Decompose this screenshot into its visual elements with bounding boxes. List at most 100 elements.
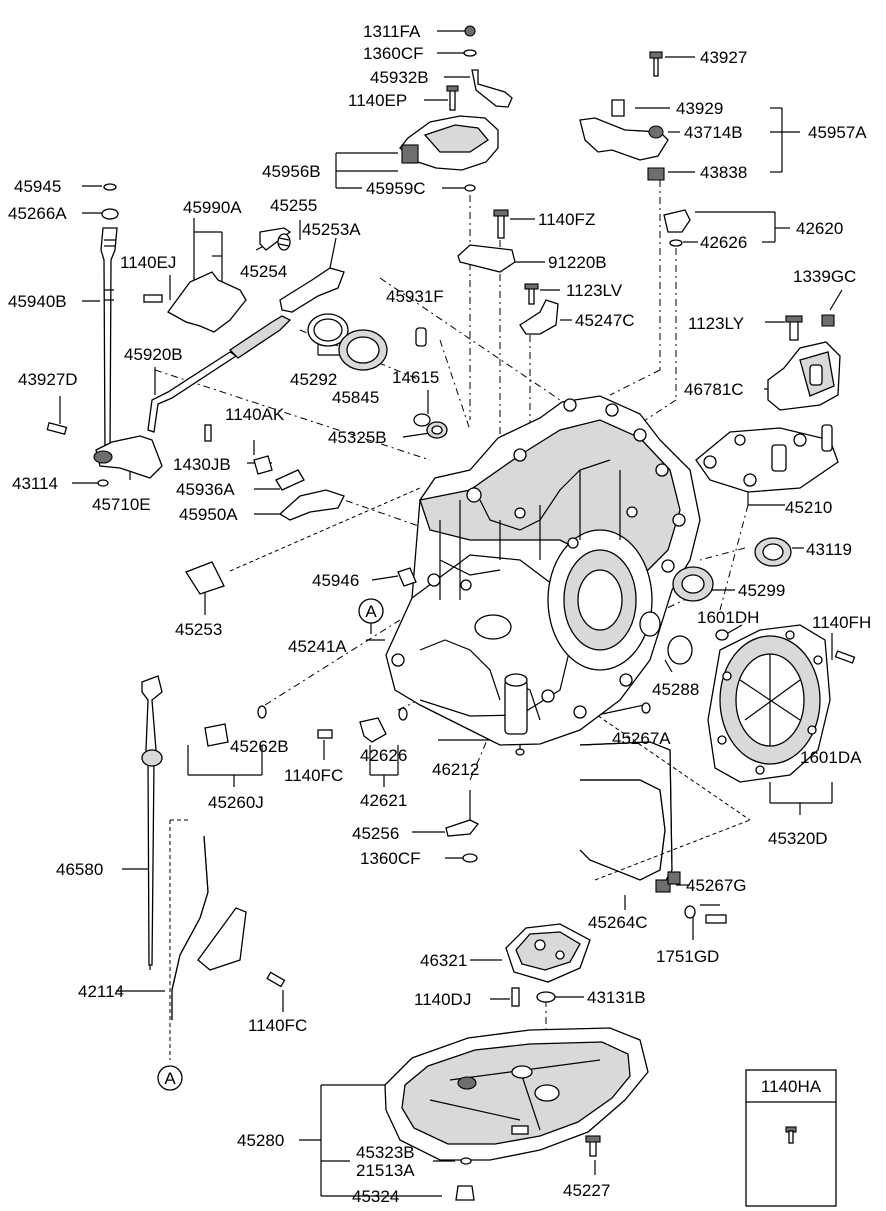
gasket-45267A [641, 702, 651, 714]
svg-text:A: A [365, 602, 377, 621]
seal-45266A [101, 208, 119, 220]
bolt-1140FC-bottom [266, 971, 286, 988]
reference-A-top [358, 598, 384, 624]
left-side-parts [46, 183, 448, 595]
label-45957A: 45957A [808, 123, 867, 142]
label-46212: 46212 [432, 760, 479, 779]
label-1601DA: 1601DA [800, 748, 862, 767]
dipstick-46580 [141, 675, 163, 966]
lower-parts [141, 675, 727, 1201]
label-45936A: 45936A [176, 480, 235, 499]
detent-spring-45990A [167, 271, 247, 333]
label-45990A: 45990A [183, 198, 242, 217]
label-1751GD: 1751GD [656, 947, 719, 966]
bolt-1140FC-mid [317, 729, 333, 739]
oring-42626-bottom [398, 707, 408, 721]
label-45323B: 45323B [356, 1143, 415, 1162]
detent-lever-45710E [95, 435, 163, 479]
transmission-case-45241A [385, 395, 701, 746]
label-45931F: 45931F [386, 287, 444, 306]
label-43927: 43927 [700, 48, 747, 67]
label-21513A: 21513A [356, 1161, 415, 1180]
label-1140FC-bottom: 1140FC [248, 1016, 307, 1035]
label-46321: 46321 [420, 951, 467, 970]
nut-1311FA [464, 25, 476, 37]
oring-43131B [536, 991, 556, 1003]
oring-45959C [464, 184, 476, 192]
bracket-91220B [457, 209, 516, 273]
washer-1360CF-bottom [462, 853, 478, 863]
label-45266A: 45266A [8, 204, 67, 223]
label-45256: 45256 [352, 824, 399, 843]
bushing-43714B [648, 125, 664, 139]
label-1140EJ: 1140EJ [120, 253, 176, 272]
label-45920B: 45920B [124, 345, 183, 364]
label-45227: 45227 [563, 1181, 610, 1200]
leader-lines [59, 30, 843, 1197]
sensor-42620 [663, 209, 691, 247]
label-45262B: 45262B [230, 737, 289, 756]
label-45845: 45845 [332, 388, 379, 407]
label-14615: 14615 [392, 368, 439, 387]
oring-45945 [103, 183, 117, 191]
label-45710E: 45710E [92, 495, 151, 514]
label-42114: 42114 [78, 982, 124, 1001]
bolt-43927D [46, 421, 68, 435]
label-43114: 43114 [12, 474, 58, 493]
spring-45255 [277, 233, 291, 251]
fitting [655, 879, 671, 893]
label-45254: 45254 [240, 262, 287, 281]
pin-45931F [415, 327, 427, 347]
label-1360CF-top: 1360CF [363, 44, 423, 63]
label-43131B: 43131B [587, 988, 646, 1007]
label-46781C: 46781C [684, 380, 744, 399]
label-45959C: 45959C [366, 179, 426, 198]
label-45247C: 45247C [575, 311, 635, 330]
reference-A-bottom [157, 1065, 183, 1091]
oring-45288 [667, 635, 693, 665]
bracket-45210 [695, 427, 839, 493]
svg-text:A: A [164, 1069, 176, 1088]
label-1140EP: 1140EP [348, 91, 407, 110]
bolt-1140AK [253, 455, 273, 475]
label-43838: 43838 [700, 163, 747, 182]
bracket-45957A [579, 117, 669, 161]
gasket-21513A [460, 1157, 472, 1165]
label-45940B: 45940B [8, 292, 67, 311]
label-45320D: 45320D [768, 829, 828, 848]
label-45950A: 45950A [179, 505, 238, 524]
bolt-1140FH [834, 650, 856, 664]
label-45280: 45280 [237, 1131, 284, 1150]
bracket-45247C [519, 283, 559, 335]
label-42621: 42621 [360, 791, 407, 810]
label-1430JB: 1430JB [173, 455, 231, 474]
bracket-45253 [185, 561, 225, 595]
label-1140FZ: 1140FZ [538, 210, 595, 229]
bolt-1140FZ [497, 213, 505, 239]
washer-1751GD [684, 905, 696, 919]
label-43119: 43119 [806, 540, 852, 559]
label-45210: 45210 [785, 498, 832, 517]
label-45260J: 45260J [208, 793, 264, 812]
label-46580: 46580 [56, 860, 103, 879]
nut-1339GC [821, 314, 835, 327]
plug-45260J [204, 723, 229, 747]
label-45324: 45324 [352, 1187, 399, 1206]
label-45945: 45945 [14, 177, 61, 196]
bolt-1123LV [528, 287, 535, 305]
label-45932B: 45932B [370, 68, 429, 87]
label-45255: 45255 [270, 196, 317, 215]
washer-1360CF [463, 49, 477, 57]
label-45956B: 45956B [262, 162, 321, 181]
label-45241A: 45241A [288, 637, 347, 656]
label-45325B: 45325B [328, 428, 387, 447]
label-1339GC: 1339GC [793, 267, 856, 286]
label-45253: 45253 [175, 620, 222, 639]
dowel-1601DH [715, 629, 729, 641]
label-45288: 45288 [652, 680, 699, 699]
label-45299: 45299 [738, 581, 785, 600]
plate-45936A [275, 469, 305, 491]
oil-pipe-45264C [579, 779, 666, 881]
label-1140AK: 1140AK [225, 405, 285, 424]
